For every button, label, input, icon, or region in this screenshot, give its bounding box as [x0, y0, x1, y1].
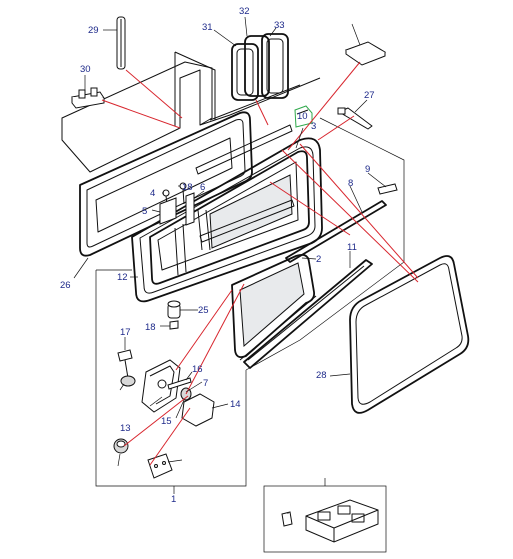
- callout-18-upper: 18: [182, 182, 193, 193]
- seal-rings-25-27: [231, 33, 289, 101]
- pin-9: [377, 183, 398, 195]
- callout-26: 32: [239, 6, 250, 17]
- callout-7: 7: [203, 378, 208, 389]
- callout-12: 12: [117, 272, 128, 283]
- channel-11: [243, 259, 373, 369]
- callout-18-lower: 18: [145, 322, 156, 333]
- callout-9: 9: [365, 164, 370, 175]
- window-assembly: [131, 124, 323, 303]
- callout-5: 5: [142, 206, 147, 217]
- seal-22: [349, 255, 470, 414]
- callout-20: 26: [60, 280, 71, 291]
- callout-4: 4: [150, 188, 155, 199]
- callout-13: 13: [120, 423, 131, 434]
- bracket-10: [294, 105, 313, 128]
- callout-8: 8: [348, 178, 353, 189]
- seal-strip-23: [116, 16, 126, 70]
- latch-parts: [113, 182, 215, 479]
- rail-8: [285, 200, 387, 263]
- callout-21: 27: [364, 90, 375, 101]
- reference-lines: [101, 61, 419, 466]
- callout-14: 14: [230, 399, 241, 410]
- callout-3: 3: [311, 121, 316, 132]
- fixing-kit-31: [263, 478, 387, 553]
- callout-16: 16: [192, 364, 203, 375]
- glass-pane-2: [231, 253, 317, 361]
- callout-22: 28: [316, 370, 327, 381]
- callout-11: 11: [347, 242, 357, 253]
- callout-19: 25: [198, 305, 209, 316]
- callout-2: 2: [316, 254, 321, 265]
- callout-15: 15: [161, 416, 172, 427]
- pad-33: [344, 41, 387, 66]
- body-panel: [61, 51, 321, 173]
- callout-10: 10: [297, 111, 308, 122]
- window-frame-20: [79, 111, 253, 257]
- callout-25: 31: [202, 22, 213, 33]
- leader-lines: [73, 16, 387, 514]
- clip-24: [71, 87, 105, 109]
- callout-17: 17: [120, 327, 131, 338]
- callout-1: 1: [171, 494, 176, 505]
- callout-labels: 29 30 31 32 33 27 10 3 9 8 6 18 4 5 11 2…: [60, 6, 375, 505]
- callout-23: 29: [88, 25, 99, 36]
- callout-6: 6: [200, 182, 205, 193]
- callout-27: 33: [274, 20, 285, 31]
- callout-24: 30: [80, 64, 91, 75]
- bolt-21: [337, 107, 373, 130]
